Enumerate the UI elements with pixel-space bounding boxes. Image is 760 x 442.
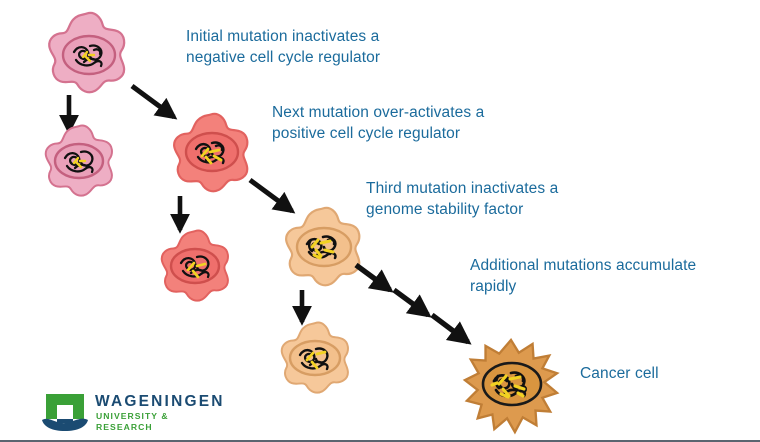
logo-gate-shape — [46, 394, 84, 419]
caption-next-mutation: Next mutation over-activates a positive … — [272, 104, 485, 142]
logo-wave-shape — [42, 418, 88, 431]
cell-normal-1 — [47, 11, 126, 94]
mutation-marker — [72, 156, 87, 169]
caption-initial-mutation: Initial mutation inactivates a negative … — [186, 28, 381, 66]
mutation-marker — [200, 147, 223, 165]
chromatin — [179, 255, 210, 279]
caption-additional-mutations: Additional mutations accumulate rapidly — [470, 257, 697, 295]
logo-gate-base — [57, 419, 73, 423]
mutation-marker — [310, 238, 335, 260]
mutation-marker — [81, 50, 96, 63]
mutation-marker — [186, 261, 207, 279]
cell-mutated-2 — [160, 229, 230, 302]
caption-cancer-cell: Cancer cell — [580, 365, 659, 382]
mutation-marker — [490, 374, 526, 399]
arrow-diagonal-2 — [248, 177, 296, 214]
logo-tagline: UNIVERSITY & RESEARCH — [96, 411, 169, 432]
arrow-chain-1 — [354, 262, 394, 293]
wageningen-logo-mark — [42, 394, 88, 431]
wageningen-logo: WAGENINGEN UNIVERSITY & RESEARCH — [40, 392, 222, 436]
arrow-diagonal-1 — [130, 83, 178, 120]
cell-mutated-1 — [172, 112, 249, 193]
cell-cancer — [463, 338, 559, 434]
mutation-marker — [305, 350, 327, 370]
arrow-chain-3 — [430, 312, 472, 345]
arrow-chain-2 — [392, 287, 432, 318]
logo-wordmark: WAGENINGEN — [95, 393, 225, 410]
cell-unstable-2 — [280, 321, 350, 394]
caption-third-mutation: Third mutation inactivates a genome stab… — [366, 180, 559, 218]
chromatin — [194, 141, 225, 165]
cell-normal-2 — [44, 124, 114, 197]
cell-unstable-1 — [284, 206, 361, 287]
chromatin — [72, 44, 103, 68]
